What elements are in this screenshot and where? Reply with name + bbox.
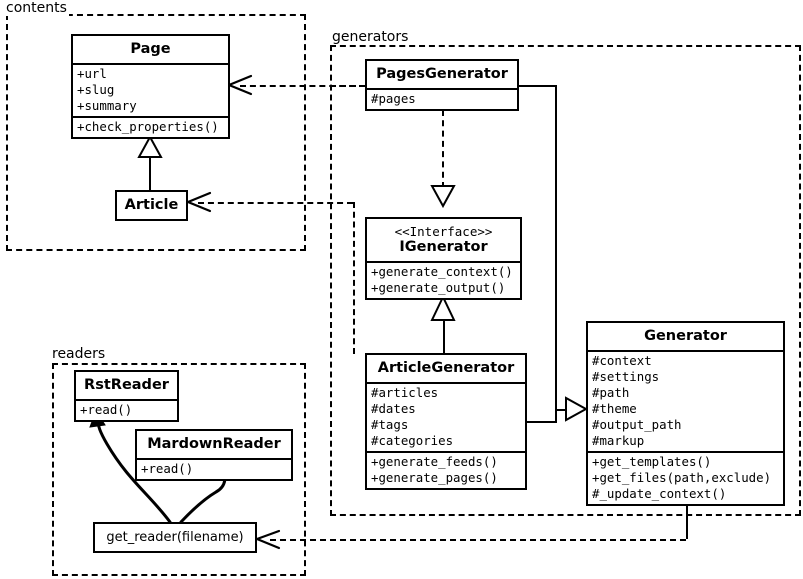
class-article-generator-attributes: #articles #dates #tags #categories xyxy=(367,381,525,451)
edge-shared-to-generator-head xyxy=(555,409,573,411)
class-page[interactable]: Page +url +slug +summary +check_properti… xyxy=(71,34,230,139)
class-generator-methods: +get_templates() +get_files(path,exclude… xyxy=(588,450,783,504)
method: +generate_output() xyxy=(371,279,506,295)
class-pages-generator[interactable]: PagesGenerator #pages xyxy=(365,59,519,111)
class-igenerator-title: <<Interface>> IGenerator xyxy=(367,219,520,261)
attribute: #output_path xyxy=(592,416,682,432)
method: #_update_context() xyxy=(592,485,727,501)
class-rst-reader[interactable]: RstReader +read() xyxy=(74,370,179,422)
function-get-reader-label: get_reader(filename) xyxy=(106,530,244,545)
class-generator[interactable]: Generator #context #settings #path #them… xyxy=(586,321,785,506)
package-generators xyxy=(330,45,801,516)
class-generator-attributes: #context #settings #path #theme #output_… xyxy=(588,349,783,451)
class-article-generator[interactable]: ArticleGenerator #articles #dates #tags … xyxy=(365,353,527,490)
class-generator-title: Generator xyxy=(644,328,727,344)
class-article-generator-methods: +generate_feeds() +generate_pages() xyxy=(367,450,525,488)
class-mardown-reader-methods: +read() xyxy=(137,457,291,479)
method: +generate_pages() xyxy=(371,469,498,485)
edge-pagesgen-left-stub xyxy=(330,85,366,87)
edge-articlegen-to-igenerator-stem xyxy=(443,320,445,354)
attribute: #tags xyxy=(371,416,409,432)
function-get-reader[interactable]: get_reader(filename) xyxy=(93,522,257,553)
edge-pagesgen-to-igenerator-dashed xyxy=(442,110,444,188)
method: +read() xyxy=(141,460,194,476)
class-rst-reader-methods: +read() xyxy=(76,398,177,420)
attribute: #pages xyxy=(371,90,416,106)
edge-pagesgen-to-generator-top xyxy=(518,85,557,87)
attribute: #markup xyxy=(592,432,645,448)
class-igenerator-methods: +generate_context() +generate_output() xyxy=(367,260,520,298)
method: +generate_feeds() xyxy=(371,453,498,469)
edge-articlegen-riser xyxy=(555,409,557,423)
method: +check_properties() xyxy=(77,118,219,134)
class-pages-generator-attributes: #pages xyxy=(367,87,517,109)
edge-articlegen-to-article-dashed xyxy=(198,202,353,204)
class-rst-reader-title: RstReader xyxy=(84,377,169,393)
class-igenerator-stereotype: <<Interface>> xyxy=(394,224,493,239)
edge-generator-bottom-stem xyxy=(686,502,688,539)
package-readers-label: readers xyxy=(50,346,108,362)
attribute: #dates xyxy=(371,400,416,416)
class-pages-generator-title: PagesGenerator xyxy=(376,66,508,82)
class-mardown-reader-title: MardownReader xyxy=(147,436,281,452)
attribute: #context xyxy=(592,352,652,368)
edge-pagesgen-to-page-dashed xyxy=(240,85,365,87)
edge-pagesgen-to-generator-down xyxy=(555,85,557,410)
class-article-title: Article xyxy=(124,197,179,213)
package-readers xyxy=(52,363,306,576)
attribute: +summary xyxy=(77,97,137,113)
attribute: #articles xyxy=(371,384,439,400)
class-page-methods: +check_properties() xyxy=(73,115,228,137)
class-article[interactable]: Article xyxy=(115,190,188,221)
edge-generator-to-getreader-dashed xyxy=(270,539,686,541)
class-igenerator-name: IGenerator xyxy=(399,239,488,255)
method: +get_files(path,exclude) xyxy=(592,469,772,485)
package-contents-label: contents xyxy=(4,0,69,16)
class-igenerator[interactable]: <<Interface>> IGenerator +generate_conte… xyxy=(365,217,522,300)
class-page-title: Page xyxy=(130,41,171,57)
class-article-generator-title: ArticleGenerator xyxy=(377,360,515,376)
method: +generate_context() xyxy=(371,263,513,279)
attribute: #path xyxy=(592,384,630,400)
attribute: #categories xyxy=(371,432,454,448)
class-mardown-reader[interactable]: MardownReader +read() xyxy=(135,429,293,481)
edge-articlegen-to-article-riser xyxy=(353,202,355,354)
method: +read() xyxy=(80,401,133,417)
attribute: #settings xyxy=(592,368,660,384)
class-page-attributes: +url +slug +summary xyxy=(73,62,228,116)
edge-article-to-page-stem xyxy=(149,155,151,191)
attribute: +slug xyxy=(77,81,115,97)
attribute: #theme xyxy=(592,400,637,416)
edge-articlegen-to-generator xyxy=(527,421,557,423)
package-contents xyxy=(6,14,306,251)
method: +get_templates() xyxy=(592,453,712,469)
attribute: +url xyxy=(77,65,107,81)
package-generators-label: generators xyxy=(330,29,411,45)
